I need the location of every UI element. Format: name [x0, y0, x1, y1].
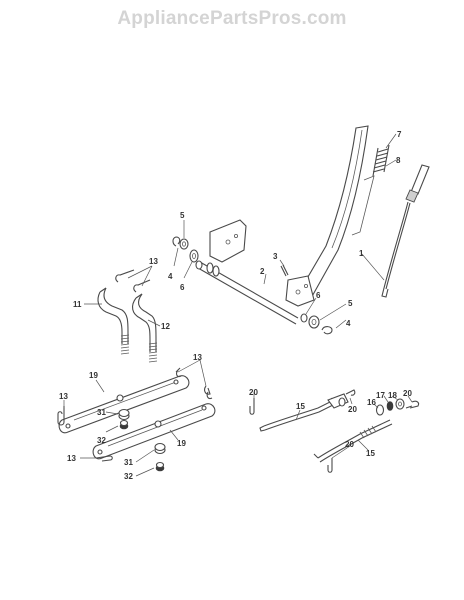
clip-pins-13-top — [115, 269, 151, 293]
callout-20-left: 20 — [249, 388, 258, 397]
callout-11: 11 — [73, 300, 82, 309]
callout-20-lower: 20 — [345, 440, 354, 449]
nut-32-upper — [119, 419, 129, 430]
rod-15-lower — [313, 419, 393, 463]
callouts: 1 2 3 4 4 5 5 6 6 7 8 11 12 13 13 13 13 … — [59, 130, 412, 481]
hanger-12 — [131, 293, 158, 363]
callout-16: 16 — [367, 398, 376, 407]
clip-pins-13-right — [175, 367, 213, 400]
callout-7: 7 — [397, 130, 402, 139]
lift-shaft-2 — [195, 260, 299, 325]
callout-12: 12 — [161, 322, 170, 331]
callout-32-upper: 32 — [97, 436, 106, 445]
callout-19-lower: 19 — [177, 439, 186, 448]
callout-4-upper: 4 — [168, 272, 173, 281]
hanger-11 — [97, 287, 130, 355]
callout-13-top: 13 — [149, 257, 158, 266]
callout-31-lower: 31 — [124, 458, 133, 467]
callout-8: 8 — [396, 156, 401, 165]
callout-31-upper: 31 — [97, 408, 106, 417]
clip-pin-20-lower — [327, 458, 333, 473]
lift-lever — [285, 125, 375, 307]
clip-pin-20-left — [249, 398, 255, 415]
callout-15-lower: 15 — [366, 449, 375, 458]
bushing-5-upper — [179, 238, 189, 250]
clip-pin-13-bottom — [95, 455, 113, 462]
callout-13-left: 13 — [59, 392, 68, 401]
clip-4-upper — [172, 236, 181, 247]
clip-pin-13-left — [57, 406, 65, 426]
lift-link-19-upper — [58, 375, 190, 434]
bushing-6-lower — [300, 313, 308, 323]
callout-3: 3 — [273, 252, 278, 261]
washer-31-lower — [154, 442, 166, 455]
clip-pin-20-upper — [345, 389, 356, 396]
callout-1: 1 — [359, 249, 364, 258]
watermark: AppliancePartsPros.com — [117, 8, 347, 29]
callout-5-upper: 5 — [180, 211, 185, 220]
callout-13-right: 13 — [193, 353, 202, 362]
nut-32-lower — [155, 461, 165, 472]
callout-2: 2 — [260, 267, 265, 276]
callout-20-upper: 20 — [348, 405, 357, 414]
callout-5-lower: 5 — [348, 299, 353, 308]
washer-18 — [395, 398, 405, 410]
knob-8 — [405, 164, 430, 203]
pin-3 — [280, 264, 289, 277]
spring-7 — [372, 144, 390, 177]
callout-6-lower: 6 — [316, 291, 321, 300]
nut-17 — [386, 401, 394, 411]
clip-4-lower — [321, 326, 333, 335]
washer-16 — [375, 404, 385, 416]
bushing-5-lower — [308, 315, 320, 329]
rod-15-upper — [259, 393, 349, 432]
callout-18: 18 — [388, 391, 397, 400]
callout-4-lower: 4 — [346, 319, 351, 328]
callout-13-bottom: 13 — [67, 454, 76, 463]
callout-32-lower: 32 — [124, 472, 133, 481]
callout-6-upper: 6 — [180, 283, 185, 292]
washer-31-upper — [118, 408, 130, 421]
callout-20-right: 20 — [403, 389, 412, 398]
callout-15-upper: 15 — [296, 402, 305, 411]
lift-rod-1 — [381, 201, 411, 298]
callout-17: 17 — [376, 391, 385, 400]
callout-19-upper: 19 — [89, 371, 98, 380]
leader-lines — [63, 133, 413, 477]
bushing-6-upper — [189, 249, 199, 263]
mount-bracket — [209, 219, 247, 263]
clip-pin-20-right — [405, 400, 420, 409]
lift-link-19-lower — [92, 403, 216, 460]
